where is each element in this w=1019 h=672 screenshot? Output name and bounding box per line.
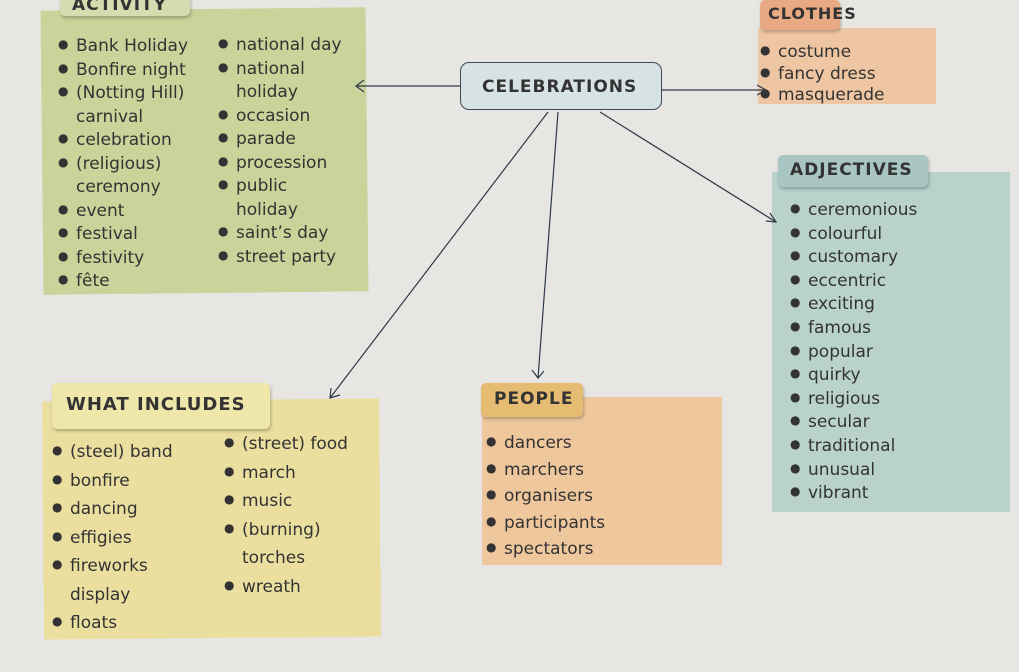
activity-word: ceremony <box>76 177 161 197</box>
what-includes-title: WHAT INCLUDES <box>66 394 246 415</box>
people-word: participants <box>486 513 605 533</box>
activity-word: national <box>218 59 305 79</box>
includes-word: dancing <box>52 499 138 519</box>
arrow-to-what-includes <box>329 111 549 399</box>
people-word: organisers <box>486 486 593 506</box>
people-tab <box>481 383 583 417</box>
includes-word: fireworks <box>52 556 148 576</box>
adjective-word: eccentric <box>790 271 886 291</box>
adjective-word: religious <box>790 389 880 409</box>
includes-word: torches <box>242 548 306 568</box>
adjective-word: ceremonious <box>790 200 917 220</box>
includes-word: (steel) band <box>52 442 173 462</box>
clothes-tab <box>760 0 840 30</box>
adjectives-tab <box>778 155 928 187</box>
activity-word: Bonfire night <box>58 60 186 80</box>
activity-word: carnival <box>76 106 144 127</box>
activity-word: procession <box>218 153 327 173</box>
includes-word: march <box>224 463 296 483</box>
activity-word: festival <box>58 224 138 244</box>
activity-word: Bank Holiday <box>58 36 188 56</box>
activity-word: fête <box>58 271 109 291</box>
activity-word: event <box>58 201 125 221</box>
celebrations-box <box>460 62 662 110</box>
activity-word: festivity <box>58 248 144 268</box>
people-title: PEOPLE <box>494 389 574 409</box>
activity-title: ACTIVITY <box>72 0 167 15</box>
activity-word: national day <box>218 35 342 55</box>
clothes-word: costume <box>760 42 851 62</box>
clothes-word: masquerade <box>760 85 884 105</box>
includes-word: effigies <box>52 528 132 548</box>
includes-word: display <box>70 584 131 605</box>
arrow-to-adjectives <box>599 111 777 223</box>
celebrations-title: CELEBRATIONS <box>482 77 638 97</box>
adjective-word: popular <box>790 342 873 362</box>
adjective-word: traditional <box>790 436 895 456</box>
activity-word: (Notting Hill) <box>58 83 184 103</box>
what-includes-tab <box>52 383 270 429</box>
activity-word: street party <box>218 247 336 267</box>
adjective-word: vibrant <box>790 483 869 503</box>
includes-word: music <box>224 491 292 511</box>
adjective-word: exciting <box>790 294 875 314</box>
people-word: marchers <box>486 460 584 480</box>
people-word: dancers <box>486 433 572 453</box>
activity-tab <box>60 0 190 16</box>
arrow-to-people <box>537 111 559 379</box>
activity-word: public <box>218 176 287 196</box>
clothes-word: fancy dress <box>760 64 876 84</box>
adjective-word: customary <box>790 247 898 267</box>
adjective-word: colourful <box>790 224 882 244</box>
includes-word: wreath <box>224 577 301 597</box>
adjective-word: quirky <box>790 365 860 385</box>
people-word: spectators <box>486 539 594 559</box>
clothes-title: CLOTHES <box>768 4 857 23</box>
activity-word: holiday <box>236 199 298 220</box>
adjective-word: unusual <box>790 460 875 480</box>
includes-word: bonfire <box>52 471 130 491</box>
activity-word: parade <box>218 129 296 149</box>
people-panel <box>482 397 722 565</box>
activity-word: saint’s day <box>218 223 328 243</box>
adjective-word: secular <box>790 412 869 432</box>
includes-word: floats <box>52 613 117 633</box>
includes-word: (burning) <box>224 520 321 540</box>
includes-word: (street) food <box>224 434 348 454</box>
activity-word: occasion <box>218 106 310 126</box>
activity-word: (religious) <box>58 154 161 174</box>
activity-word: holiday <box>236 82 298 102</box>
activity-word: celebration <box>58 130 172 150</box>
adjectives-title: ADJECTIVES <box>790 160 913 180</box>
adjective-word: famous <box>790 318 871 338</box>
